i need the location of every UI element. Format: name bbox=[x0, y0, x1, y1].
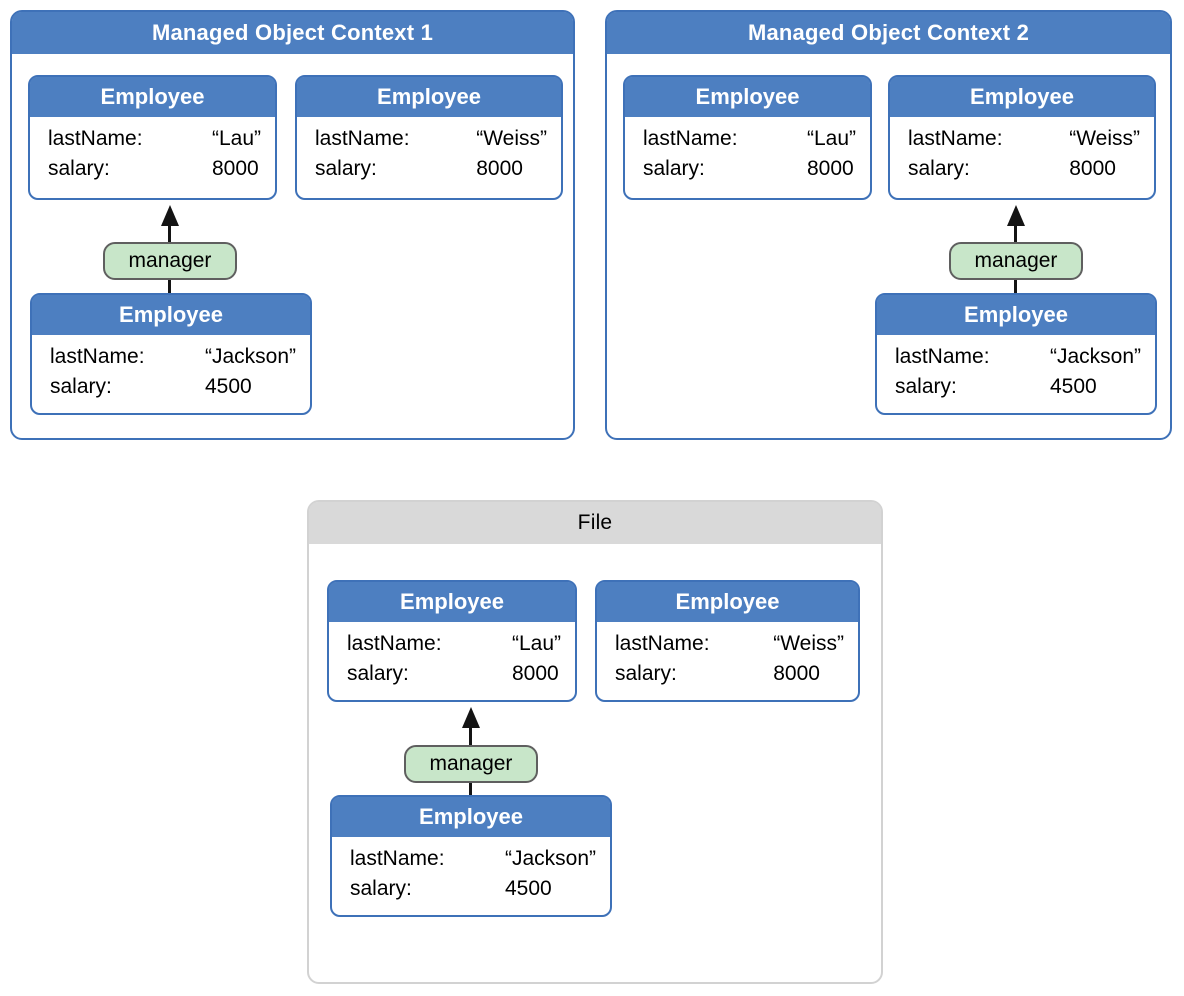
attr-label: lastName: bbox=[908, 127, 1003, 150]
manager-arrow-stem bbox=[168, 224, 171, 242]
manager-arrow-stem bbox=[1014, 280, 1017, 295]
attribute-rows: lastName: “Lau” salary: 8000 bbox=[329, 622, 575, 689]
manager-arrow-head-icon bbox=[462, 707, 480, 728]
attr-value: “Lau” bbox=[511, 632, 561, 655]
attribute-rows: lastName: “Weiss” salary: 8000 bbox=[890, 117, 1154, 184]
entity-name: Employee bbox=[970, 84, 1074, 109]
employee-entity-header: Employee bbox=[32, 295, 310, 335]
manager-relationship-badge: manager bbox=[404, 745, 538, 783]
context-2-panel: Managed Object Context 2 Employee lastNa… bbox=[605, 10, 1172, 440]
employee-entity-header: Employee bbox=[332, 797, 610, 837]
attr-value: “Lau” bbox=[806, 127, 856, 150]
manager-arrow-stem bbox=[1014, 224, 1017, 242]
attr-label: lastName: bbox=[347, 632, 442, 655]
manager-relationship-badge: manager bbox=[949, 242, 1083, 280]
attr-value: “Weiss” bbox=[773, 632, 844, 655]
manager-arrow-head-icon bbox=[1007, 205, 1025, 226]
relationship-label: manager bbox=[974, 249, 1058, 272]
attr-value: 8000 bbox=[1069, 157, 1116, 180]
attr-value: 4500 bbox=[504, 877, 552, 900]
employee-entity-header: Employee bbox=[625, 77, 870, 117]
context-1-title: Managed Object Context 1 bbox=[151, 20, 434, 45]
attribute-rows: lastName: “Lau” salary: 8000 bbox=[30, 117, 275, 184]
employee-card-jackson-ctx1: Employee lastName: “Jackson” salary: 450… bbox=[30, 293, 312, 415]
entity-name: Employee bbox=[400, 589, 504, 614]
attr-label: lastName: bbox=[895, 345, 990, 368]
attr-value: “Jackson” bbox=[504, 847, 596, 870]
employee-card-weiss-ctx1: Employee lastName: “Weiss” salary: 8000 bbox=[295, 75, 563, 200]
attr-value: 4500 bbox=[1049, 375, 1097, 398]
employee-entity-header: Employee bbox=[329, 582, 575, 622]
file-panel: File Employee lastName: “Lau” salary: 80… bbox=[307, 500, 883, 984]
attr-value: “Weiss” bbox=[1069, 127, 1140, 150]
attribute-rows: lastName: “Weiss” salary: 8000 bbox=[597, 622, 858, 689]
context-1-panel: Managed Object Context 1 Employee lastNa… bbox=[10, 10, 575, 440]
attr-value: 8000 bbox=[476, 157, 523, 180]
attr-label: salary: bbox=[908, 157, 970, 180]
attr-label: salary: bbox=[315, 157, 377, 180]
attr-label: salary: bbox=[48, 157, 110, 180]
attr-value: 8000 bbox=[806, 157, 854, 180]
employee-card-jackson-ctx2: Employee lastName: “Jackson” salary: 450… bbox=[875, 293, 1157, 415]
employee-entity-header: Employee bbox=[297, 77, 561, 117]
attr-label: lastName: bbox=[350, 847, 445, 870]
attribute-rows: lastName: “Lau” salary: 8000 bbox=[625, 117, 870, 184]
employee-entity-header: Employee bbox=[877, 295, 1155, 335]
employee-entity-header: Employee bbox=[890, 77, 1154, 117]
attr-value: 8000 bbox=[773, 662, 820, 685]
context-2-title: Managed Object Context 2 bbox=[747, 20, 1030, 45]
attr-value: “Lau” bbox=[211, 127, 261, 150]
attr-value: 4500 bbox=[204, 375, 252, 398]
file-title-bar: File bbox=[309, 502, 881, 544]
attr-label: salary: bbox=[895, 375, 957, 398]
employee-card-lau-file: Employee lastName: “Lau” salary: 8000 bbox=[327, 580, 577, 702]
employee-card-weiss-file: Employee lastName: “Weiss” salary: 8000 bbox=[595, 580, 860, 702]
attr-value: 8000 bbox=[211, 157, 259, 180]
manager-arrow-stem bbox=[469, 783, 472, 796]
attribute-rows: lastName: “Jackson” salary: 4500 bbox=[877, 335, 1155, 402]
attr-value: “Jackson” bbox=[1049, 345, 1141, 368]
attribute-rows: lastName: “Jackson” salary: 4500 bbox=[332, 837, 610, 904]
entity-name: Employee bbox=[419, 804, 523, 829]
entity-name: Employee bbox=[695, 84, 800, 109]
context-2-title-bar: Managed Object Context 2 bbox=[607, 12, 1170, 54]
attr-label: salary: bbox=[643, 157, 705, 180]
employee-card-weiss-ctx2: Employee lastName: “Weiss” salary: 8000 bbox=[888, 75, 1156, 200]
entity-name: Employee bbox=[377, 84, 481, 109]
manager-relationship-badge: manager bbox=[103, 242, 237, 280]
relationship-label: manager bbox=[128, 249, 212, 272]
manager-arrow-head-icon bbox=[161, 205, 179, 226]
employee-entity-header: Employee bbox=[30, 77, 275, 117]
attr-value: 8000 bbox=[511, 662, 559, 685]
attribute-rows: lastName: “Jackson” salary: 4500 bbox=[32, 335, 310, 402]
manager-arrow-stem bbox=[168, 280, 171, 295]
entity-name: Employee bbox=[964, 302, 1068, 327]
attr-label: lastName: bbox=[315, 127, 410, 150]
attr-label: salary: bbox=[50, 375, 112, 398]
attr-label: salary: bbox=[347, 662, 409, 685]
attr-label: salary: bbox=[615, 662, 677, 685]
attr-value: “Jackson” bbox=[204, 345, 296, 368]
entity-name: Employee bbox=[119, 302, 223, 327]
relationship-label: manager bbox=[429, 752, 513, 775]
employee-card-lau-ctx2: Employee lastName: “Lau” salary: 8000 bbox=[623, 75, 872, 200]
employee-entity-header: Employee bbox=[597, 582, 858, 622]
attr-value: “Weiss” bbox=[476, 127, 547, 150]
context-1-title-bar: Managed Object Context 1 bbox=[12, 12, 573, 54]
attribute-rows: lastName: “Weiss” salary: 8000 bbox=[297, 117, 561, 184]
attr-label: lastName: bbox=[50, 345, 145, 368]
manager-arrow-stem bbox=[469, 727, 472, 745]
attr-label: lastName: bbox=[643, 127, 738, 150]
attr-label: lastName: bbox=[48, 127, 143, 150]
attr-label: lastName: bbox=[615, 632, 710, 655]
attr-label: salary: bbox=[350, 877, 412, 900]
entity-name: Employee bbox=[100, 84, 205, 109]
file-title: File bbox=[577, 511, 613, 534]
entity-name: Employee bbox=[675, 589, 780, 614]
employee-card-lau-ctx1: Employee lastName: “Lau” salary: 8000 bbox=[28, 75, 277, 200]
employee-card-jackson-file: Employee lastName: “Jackson” salary: 450… bbox=[330, 795, 612, 917]
